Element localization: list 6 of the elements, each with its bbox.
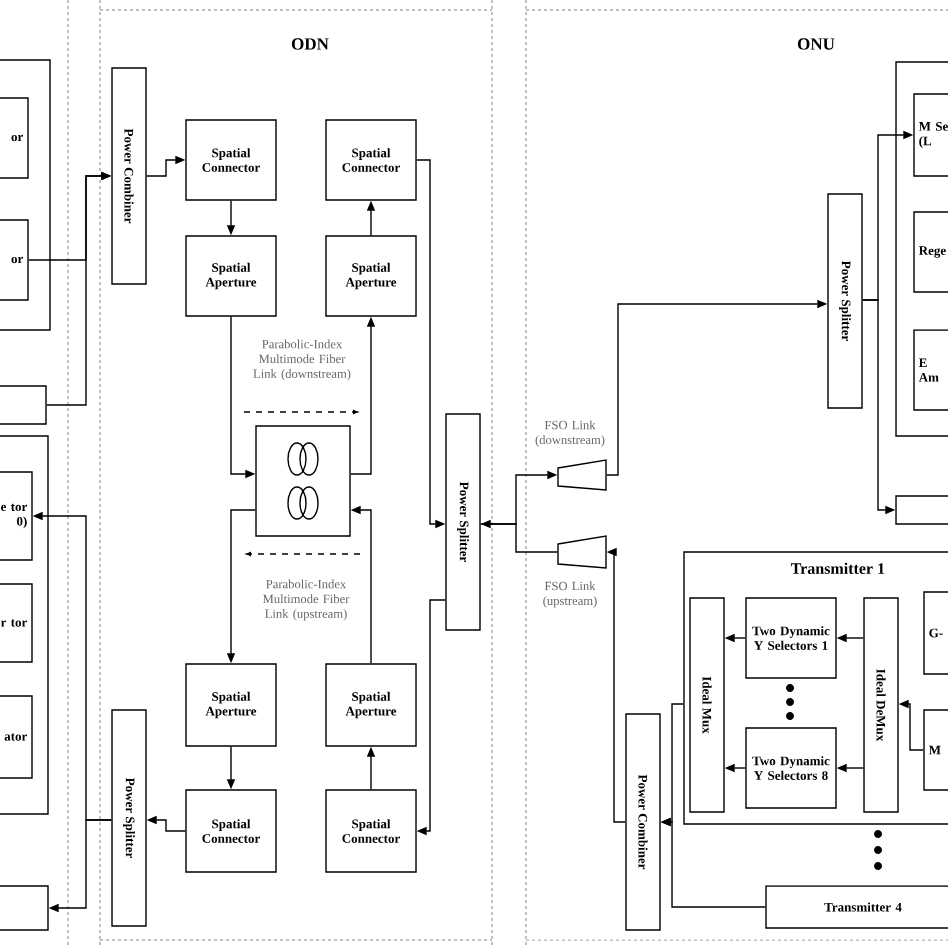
process-box xyxy=(0,385,47,425)
fiber-spool xyxy=(255,425,351,537)
region-title: ONU xyxy=(797,38,835,50)
process-box xyxy=(895,495,948,525)
process-box xyxy=(0,885,49,931)
region-title: ODN xyxy=(291,38,329,50)
